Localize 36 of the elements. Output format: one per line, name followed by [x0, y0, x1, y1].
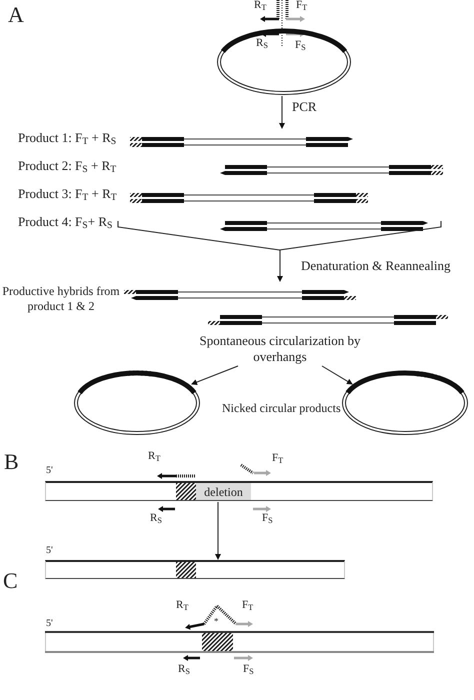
arrow	[277, 250, 283, 282]
panel-letter: B	[4, 451, 19, 473]
product-label: Product 2: F$_{S}$ + R$_{T}$	[18, 158, 116, 174]
panel-letter: A	[8, 4, 24, 26]
arrow	[322, 366, 353, 385]
primer-label: F$_{S}$	[262, 513, 273, 524]
plasmid-drawing	[72, 368, 202, 436]
bracket	[117, 221, 442, 251]
mutation-mark: *	[214, 617, 218, 626]
strand-end-label: 5'	[46, 546, 53, 556]
strand-end-label: 5'	[46, 466, 53, 476]
primer-label: F$_{T}$	[242, 600, 254, 611]
primer-label: F$_{T}$	[272, 453, 284, 464]
primer-label: R$_{S}$	[150, 513, 162, 524]
plasmid-drawing	[340, 368, 470, 436]
panel-letter: C	[3, 570, 18, 592]
edge-label: Denaturation & Reannealing	[300, 258, 452, 274]
caption-text: Nicked circular products	[222, 402, 341, 414]
plasmid-drawing	[215, 26, 353, 96]
step-label: Spontaneous circularization by overhangs	[198, 333, 362, 365]
dna-bar	[45, 560, 345, 579]
primer-label: R$_{S}$	[256, 38, 268, 49]
arrow	[279, 96, 285, 129]
product-label: Product 1: F$_{T}$ + R$_{S}$	[18, 130, 116, 146]
strand-end-label: 5'	[46, 619, 53, 629]
primer-label: F$_{S}$	[295, 40, 306, 51]
primer-label: R$_{S}$	[178, 664, 190, 675]
primer-label: F$_{T}$	[296, 0, 308, 11]
arrow	[191, 366, 238, 385]
arrow	[215, 502, 221, 560]
dna-bar	[45, 481, 433, 501]
deletion-region: deletion	[196, 483, 251, 500]
hybrid-label: Productive hybrids from product 1 & 2	[1, 284, 121, 314]
product-label: Product 4: F$_{S}$+ R$_{S}$	[18, 214, 112, 230]
product-label: Product 3: F$_{T}$ + R$_{T}$	[18, 186, 117, 202]
primer-label: F$_{S}$	[243, 664, 254, 675]
